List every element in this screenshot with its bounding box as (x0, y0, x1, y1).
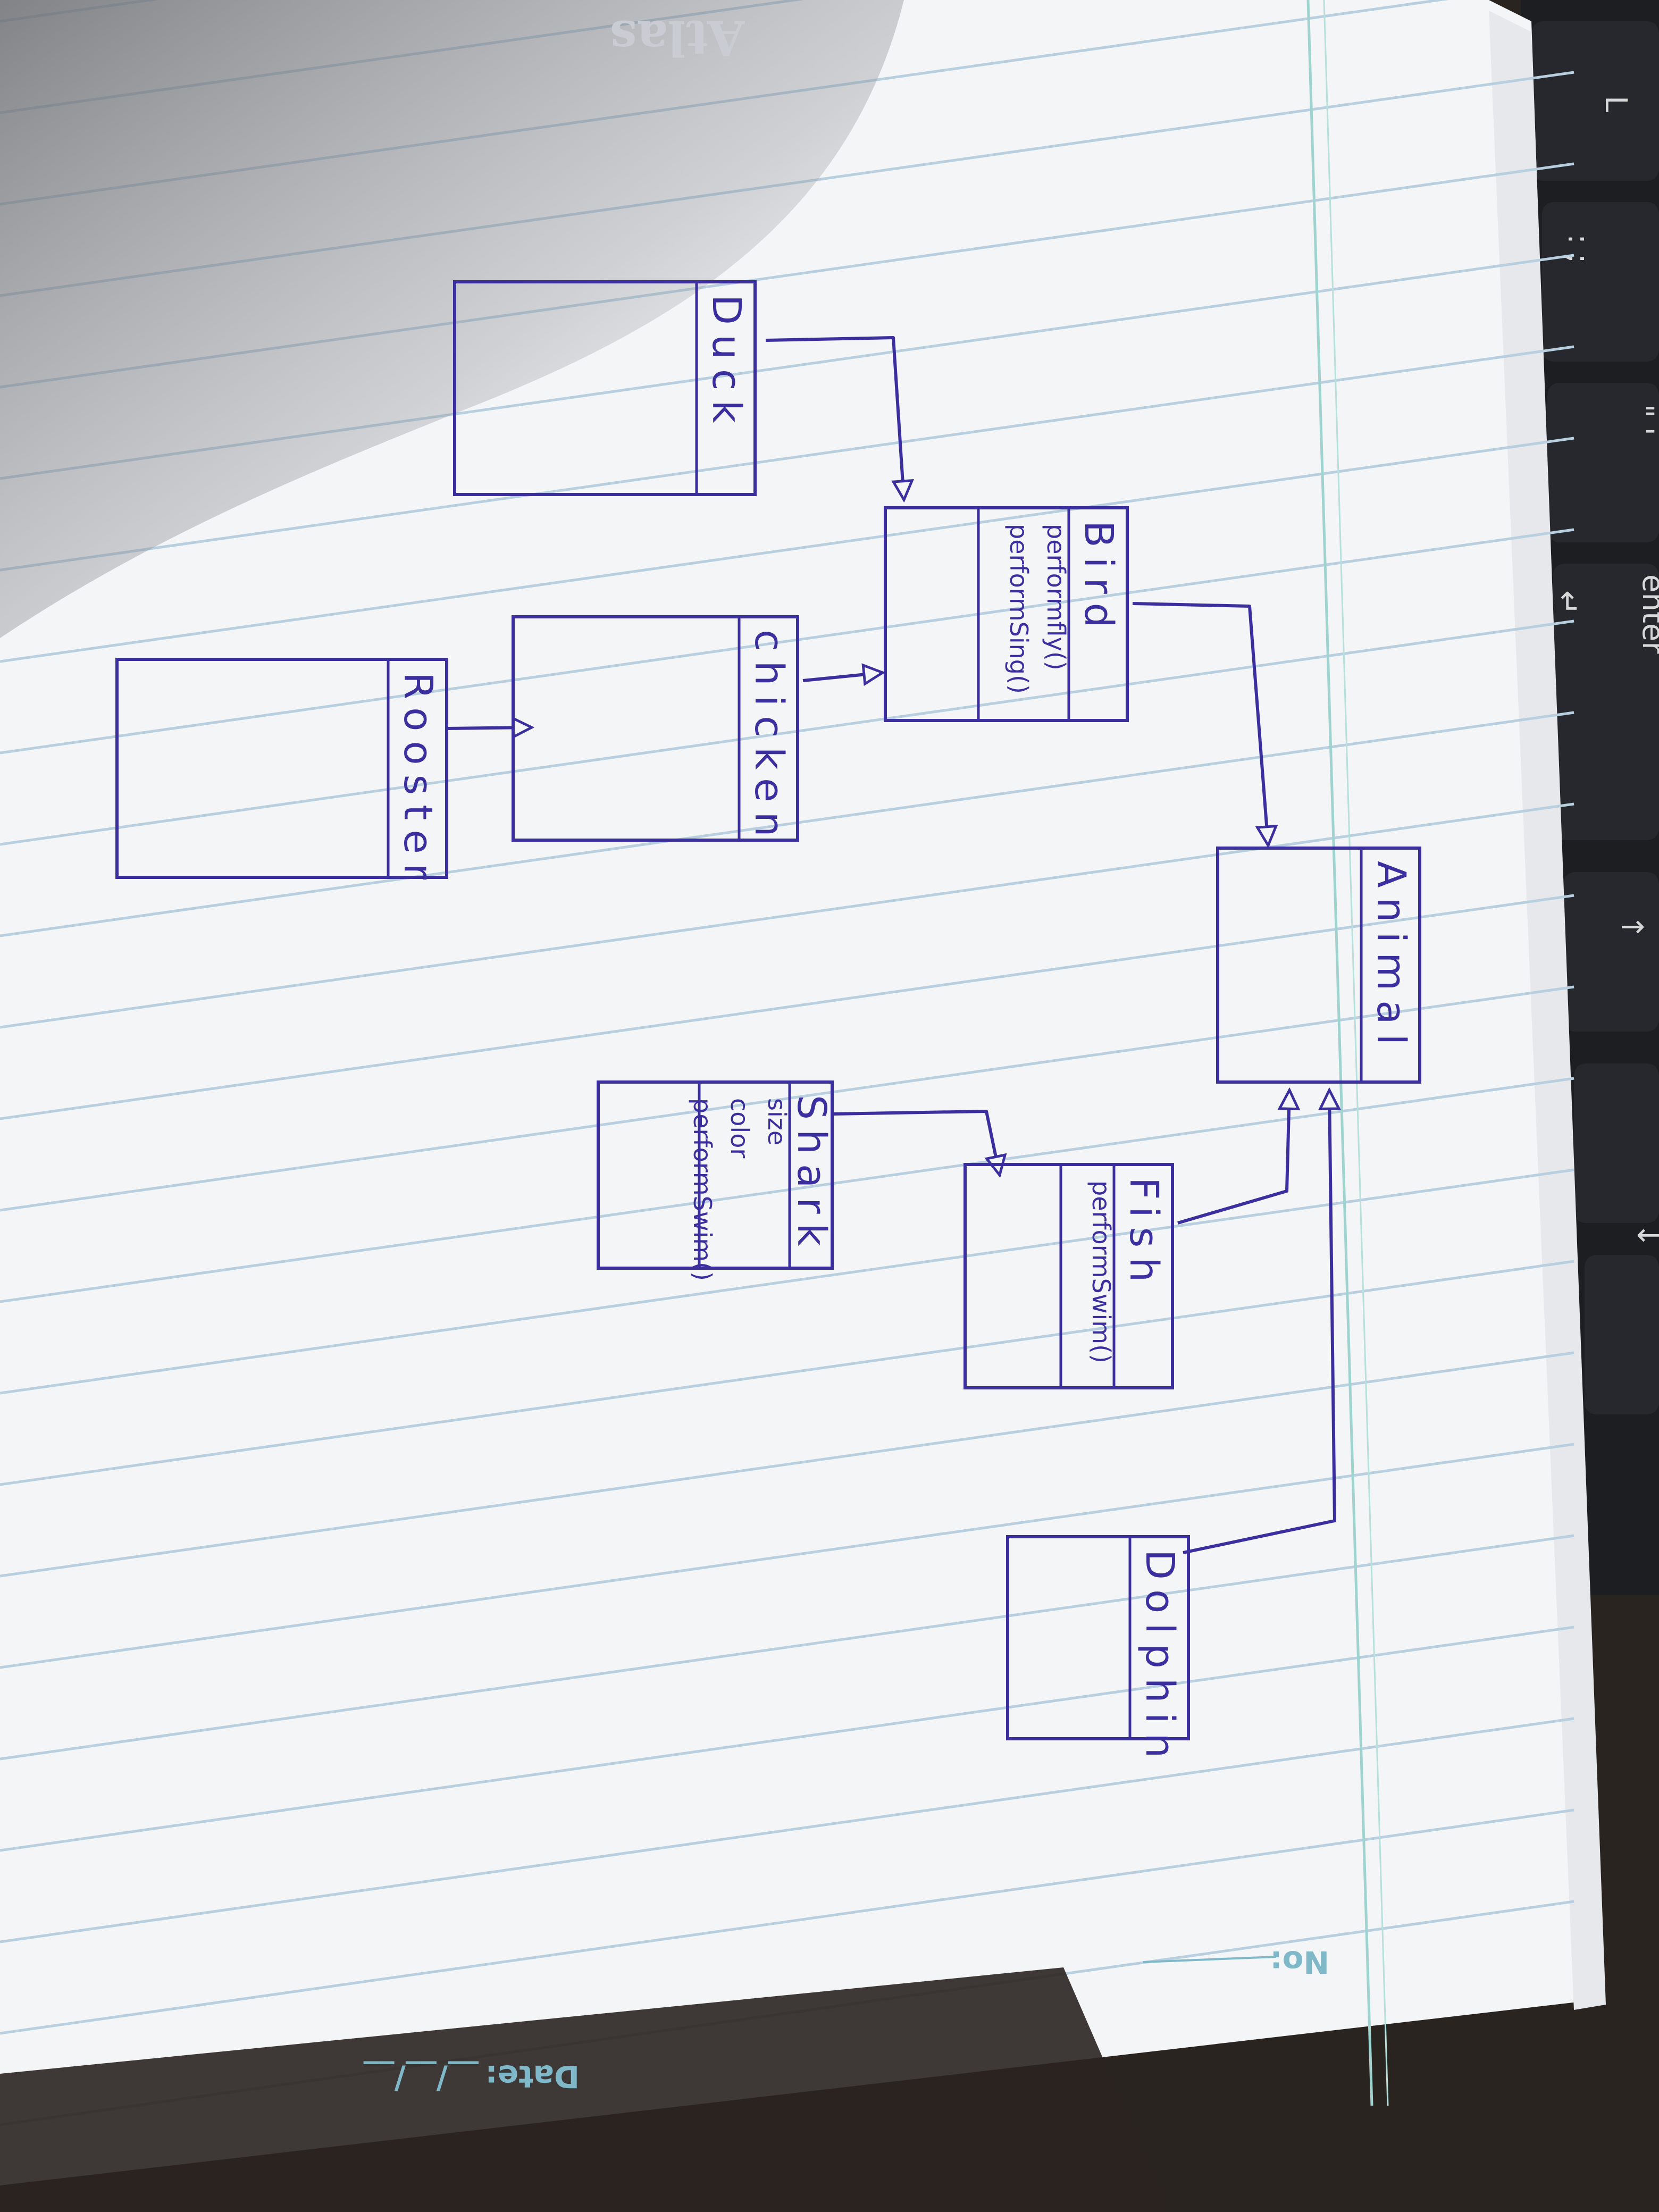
class-box-outline (1216, 847, 1421, 1084)
keyboard-key (1574, 1063, 1659, 1223)
margin-line (1323, 0, 1389, 2106)
arrow-key-label: ↓ (1630, 1223, 1659, 1248)
class-member: size (763, 1098, 791, 1145)
arrow-shark-to-fish (832, 1110, 1000, 1175)
class-member: color (725, 1098, 754, 1158)
ruled-line (0, 1717, 1574, 1943)
keyboard-key (1563, 872, 1659, 1032)
class-name: Shark (789, 1095, 834, 1256)
arrow-fish-to-animal (1177, 1090, 1289, 1225)
notebook-page (0, 0, 1601, 2185)
date-label: Date: (485, 2058, 580, 2094)
class-name: chicken (746, 630, 792, 846)
keyboard-key-label: : ; (1561, 234, 1596, 264)
class-box-duck: Duck (453, 280, 757, 496)
ruled-line (0, 1443, 1574, 1669)
class-name: Bird (1076, 521, 1121, 637)
class-box-outline (1006, 1535, 1190, 1740)
no-label: No: (1270, 1944, 1329, 1980)
class-box-rooster: Rooster (115, 658, 448, 889)
ruled-line (0, 345, 1574, 572)
ruled-line (0, 1808, 1574, 2035)
no-underline (1143, 1956, 1277, 1963)
keyboard-key (1553, 564, 1659, 840)
class-member: performSwim() (688, 1098, 717, 1281)
arrow-key-label: ↑ (1614, 915, 1649, 940)
ruled-line (0, 1626, 1574, 1852)
keyboard-key (1531, 21, 1659, 181)
class-box-outline (963, 1163, 1174, 1389)
ruled-line (0, 619, 1574, 846)
margin-line (1306, 0, 1373, 2106)
class-box-dolphin: Dolphin (1006, 1535, 1190, 1767)
ruled-line (0, 985, 1574, 1212)
keyboard-key (1542, 202, 1659, 362)
page-edge (1489, 11, 1606, 2010)
arrow-bird-to-animal (1132, 602, 1268, 845)
ruled-line (0, 1351, 1574, 1578)
class-member: performSwim() (1087, 1180, 1116, 1363)
class-member: performfly() (1042, 524, 1070, 671)
keyboard-key (1547, 383, 1659, 542)
ruled-line (0, 1260, 1574, 1486)
enter-key-label: enter (1636, 574, 1659, 654)
keyboard-key-label: L (1598, 96, 1633, 112)
ruled-line (0, 1077, 1574, 1303)
arrow-dolphin-to-animal (1183, 1090, 1335, 1554)
class-name: Animal (1368, 861, 1414, 1054)
class-member: performSing() (1004, 524, 1033, 694)
arrow-chicken-to-bird (802, 673, 883, 681)
class-name: Rooster (395, 672, 441, 889)
class-box-outline (115, 658, 448, 879)
class-box-outline (512, 615, 799, 842)
class-box-outline (884, 506, 1129, 722)
keyboard-key (1585, 1255, 1659, 1414)
class-name: Fish (1121, 1177, 1167, 1292)
inheritance-arrows (446, 336, 1335, 1554)
ruled-line (0, 1168, 1574, 1395)
date-blank: __/__/__ (364, 2061, 479, 2097)
class-name: Duck (703, 295, 749, 432)
hand-shadow (0, 0, 904, 638)
ruled-line (0, 711, 1574, 937)
ruled-line (0, 802, 1574, 1029)
bottom-shadow (0, 1967, 1170, 2212)
notebook-brand: Atlas (610, 10, 745, 66)
arrow-rooster-to-chicken (446, 727, 532, 728)
keyboard-keys (1531, 21, 1659, 1414)
ruled-line (0, 894, 1574, 1120)
class-box-outline (597, 1080, 834, 1270)
keyboard-key-label: " ' (1625, 404, 1659, 435)
ruled-line (0, 1534, 1574, 1761)
ruled-line (0, 437, 1574, 663)
class-name: Dolphin (1137, 1549, 1183, 1767)
class-box-chicken: chicken (512, 615, 799, 846)
enter-key-glyph: ↵ (1551, 590, 1585, 615)
ruled-line (0, 528, 1574, 755)
class-box-animal: Animal (1216, 847, 1421, 1084)
arrow-duck-to-bird (765, 336, 904, 500)
class-box-outline (453, 280, 757, 496)
